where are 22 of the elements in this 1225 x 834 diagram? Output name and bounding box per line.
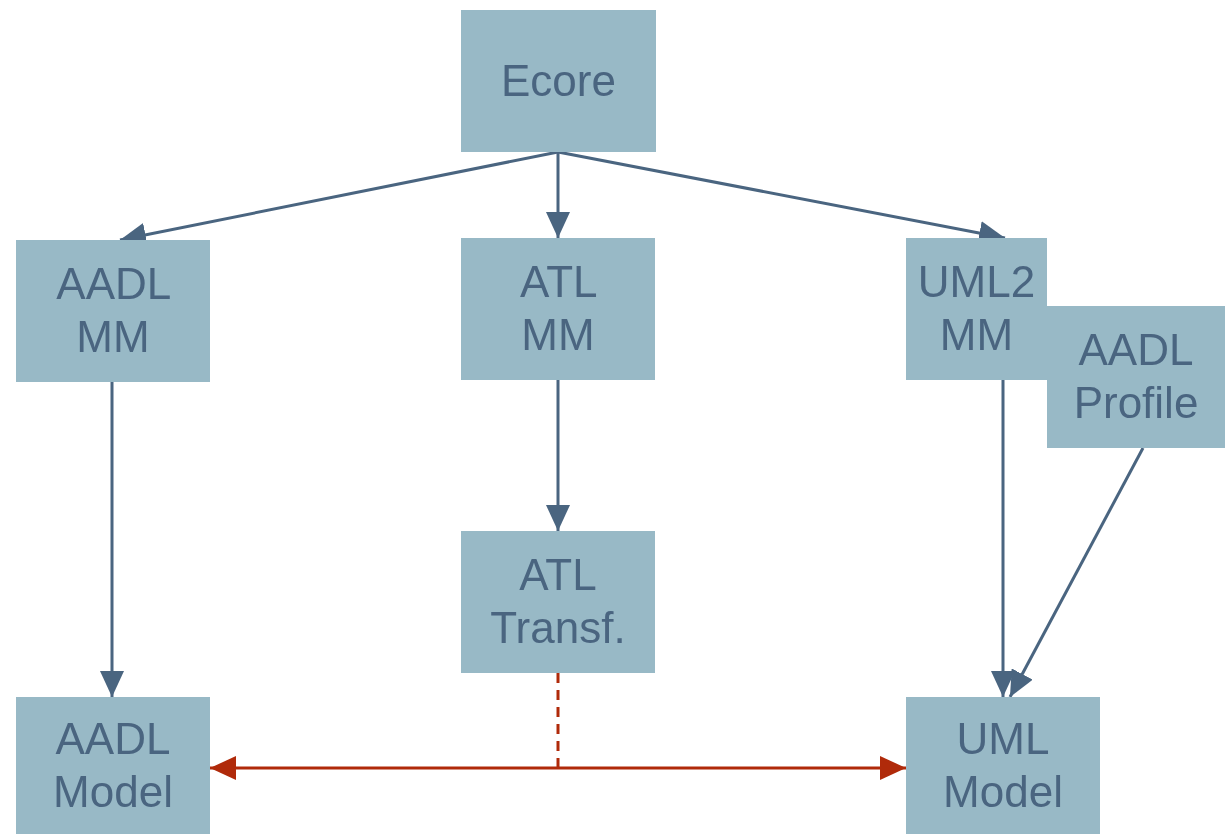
box bbox=[461, 238, 655, 380]
box-label: ATL Transf. bbox=[490, 549, 626, 654]
box bbox=[906, 238, 1047, 380]
box-label: Ecore bbox=[501, 54, 616, 107]
dashed-connector bbox=[556, 673, 560, 768]
arrow bbox=[1008, 447, 1145, 698]
box-label: UML Model bbox=[943, 712, 1063, 818]
box bbox=[16, 240, 210, 382]
box-label: AADL Model bbox=[53, 712, 173, 818]
box-label: UML2 MM bbox=[917, 256, 1036, 361]
box bbox=[16, 697, 210, 834]
box bbox=[1047, 306, 1225, 448]
arrow bbox=[100, 382, 124, 697]
box bbox=[461, 10, 656, 152]
arrow bbox=[546, 380, 570, 531]
box bbox=[461, 531, 655, 673]
box-label: AADL MM bbox=[56, 258, 170, 363]
box bbox=[906, 697, 1100, 834]
arrow bbox=[546, 152, 570, 238]
arrow bbox=[210, 756, 906, 780]
box-label: AADL Profile bbox=[1073, 324, 1199, 429]
box-label: ATL MM bbox=[520, 256, 596, 361]
